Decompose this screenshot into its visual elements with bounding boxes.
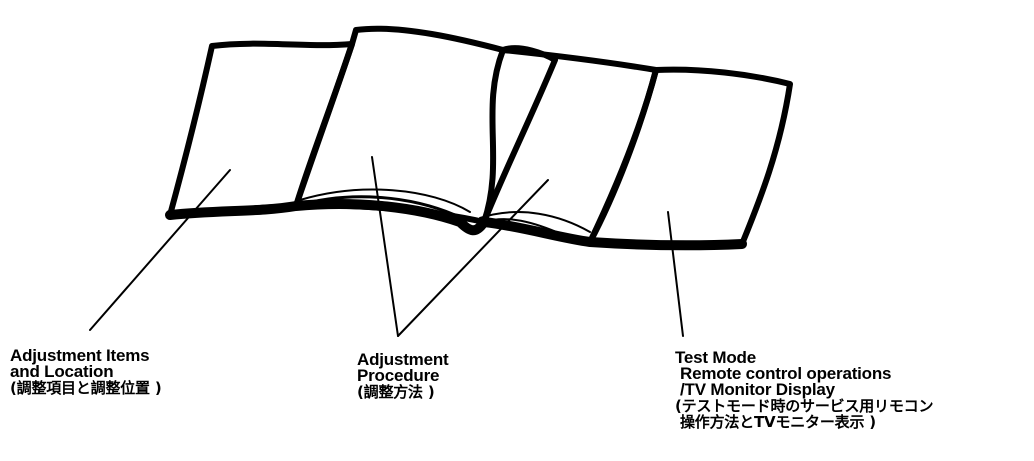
leader-procedure-right xyxy=(397,179,549,337)
callout-items-line2: and Location xyxy=(10,362,114,381)
callout-adjustment-procedure: Adjustment Procedure (調整方法 ) xyxy=(357,350,449,401)
callout-test-line2: Remote control operations xyxy=(680,364,892,383)
callout-test-line3: /TV Monitor Display xyxy=(680,380,835,399)
callout-adjustment-items: Adjustment Items and Location (調整項目と調整位置… xyxy=(10,346,162,397)
callout-items-line3: (調整項目と調整位置 ) xyxy=(10,379,162,397)
callout-procedure-line2: Procedure xyxy=(357,366,440,385)
callout-test-line5: 操作方法とTVモニター表示 ) xyxy=(680,413,876,431)
callout-test-line4: (テストモード時のサービス用リモコン xyxy=(675,397,934,415)
callout-items-line1: Adjustment Items xyxy=(10,346,150,365)
book-page-2 xyxy=(293,25,558,225)
callout-procedure-line1: Adjustment xyxy=(357,350,449,369)
leader-procedure-left xyxy=(371,156,399,337)
leader-test-mode xyxy=(667,211,684,337)
page-curl-2 xyxy=(299,188,471,213)
page-curl-3 xyxy=(479,211,591,233)
book-page-4 xyxy=(587,66,793,248)
book-binding xyxy=(165,198,747,251)
callout-test-line1: Test Mode xyxy=(675,348,757,367)
leader-items-location xyxy=(89,169,231,331)
page-curl-4 xyxy=(483,218,571,239)
callout-procedure-line3: (調整方法 ) xyxy=(357,383,435,401)
callout-test-mode: Test Mode Remote control operations /TV … xyxy=(675,348,934,431)
